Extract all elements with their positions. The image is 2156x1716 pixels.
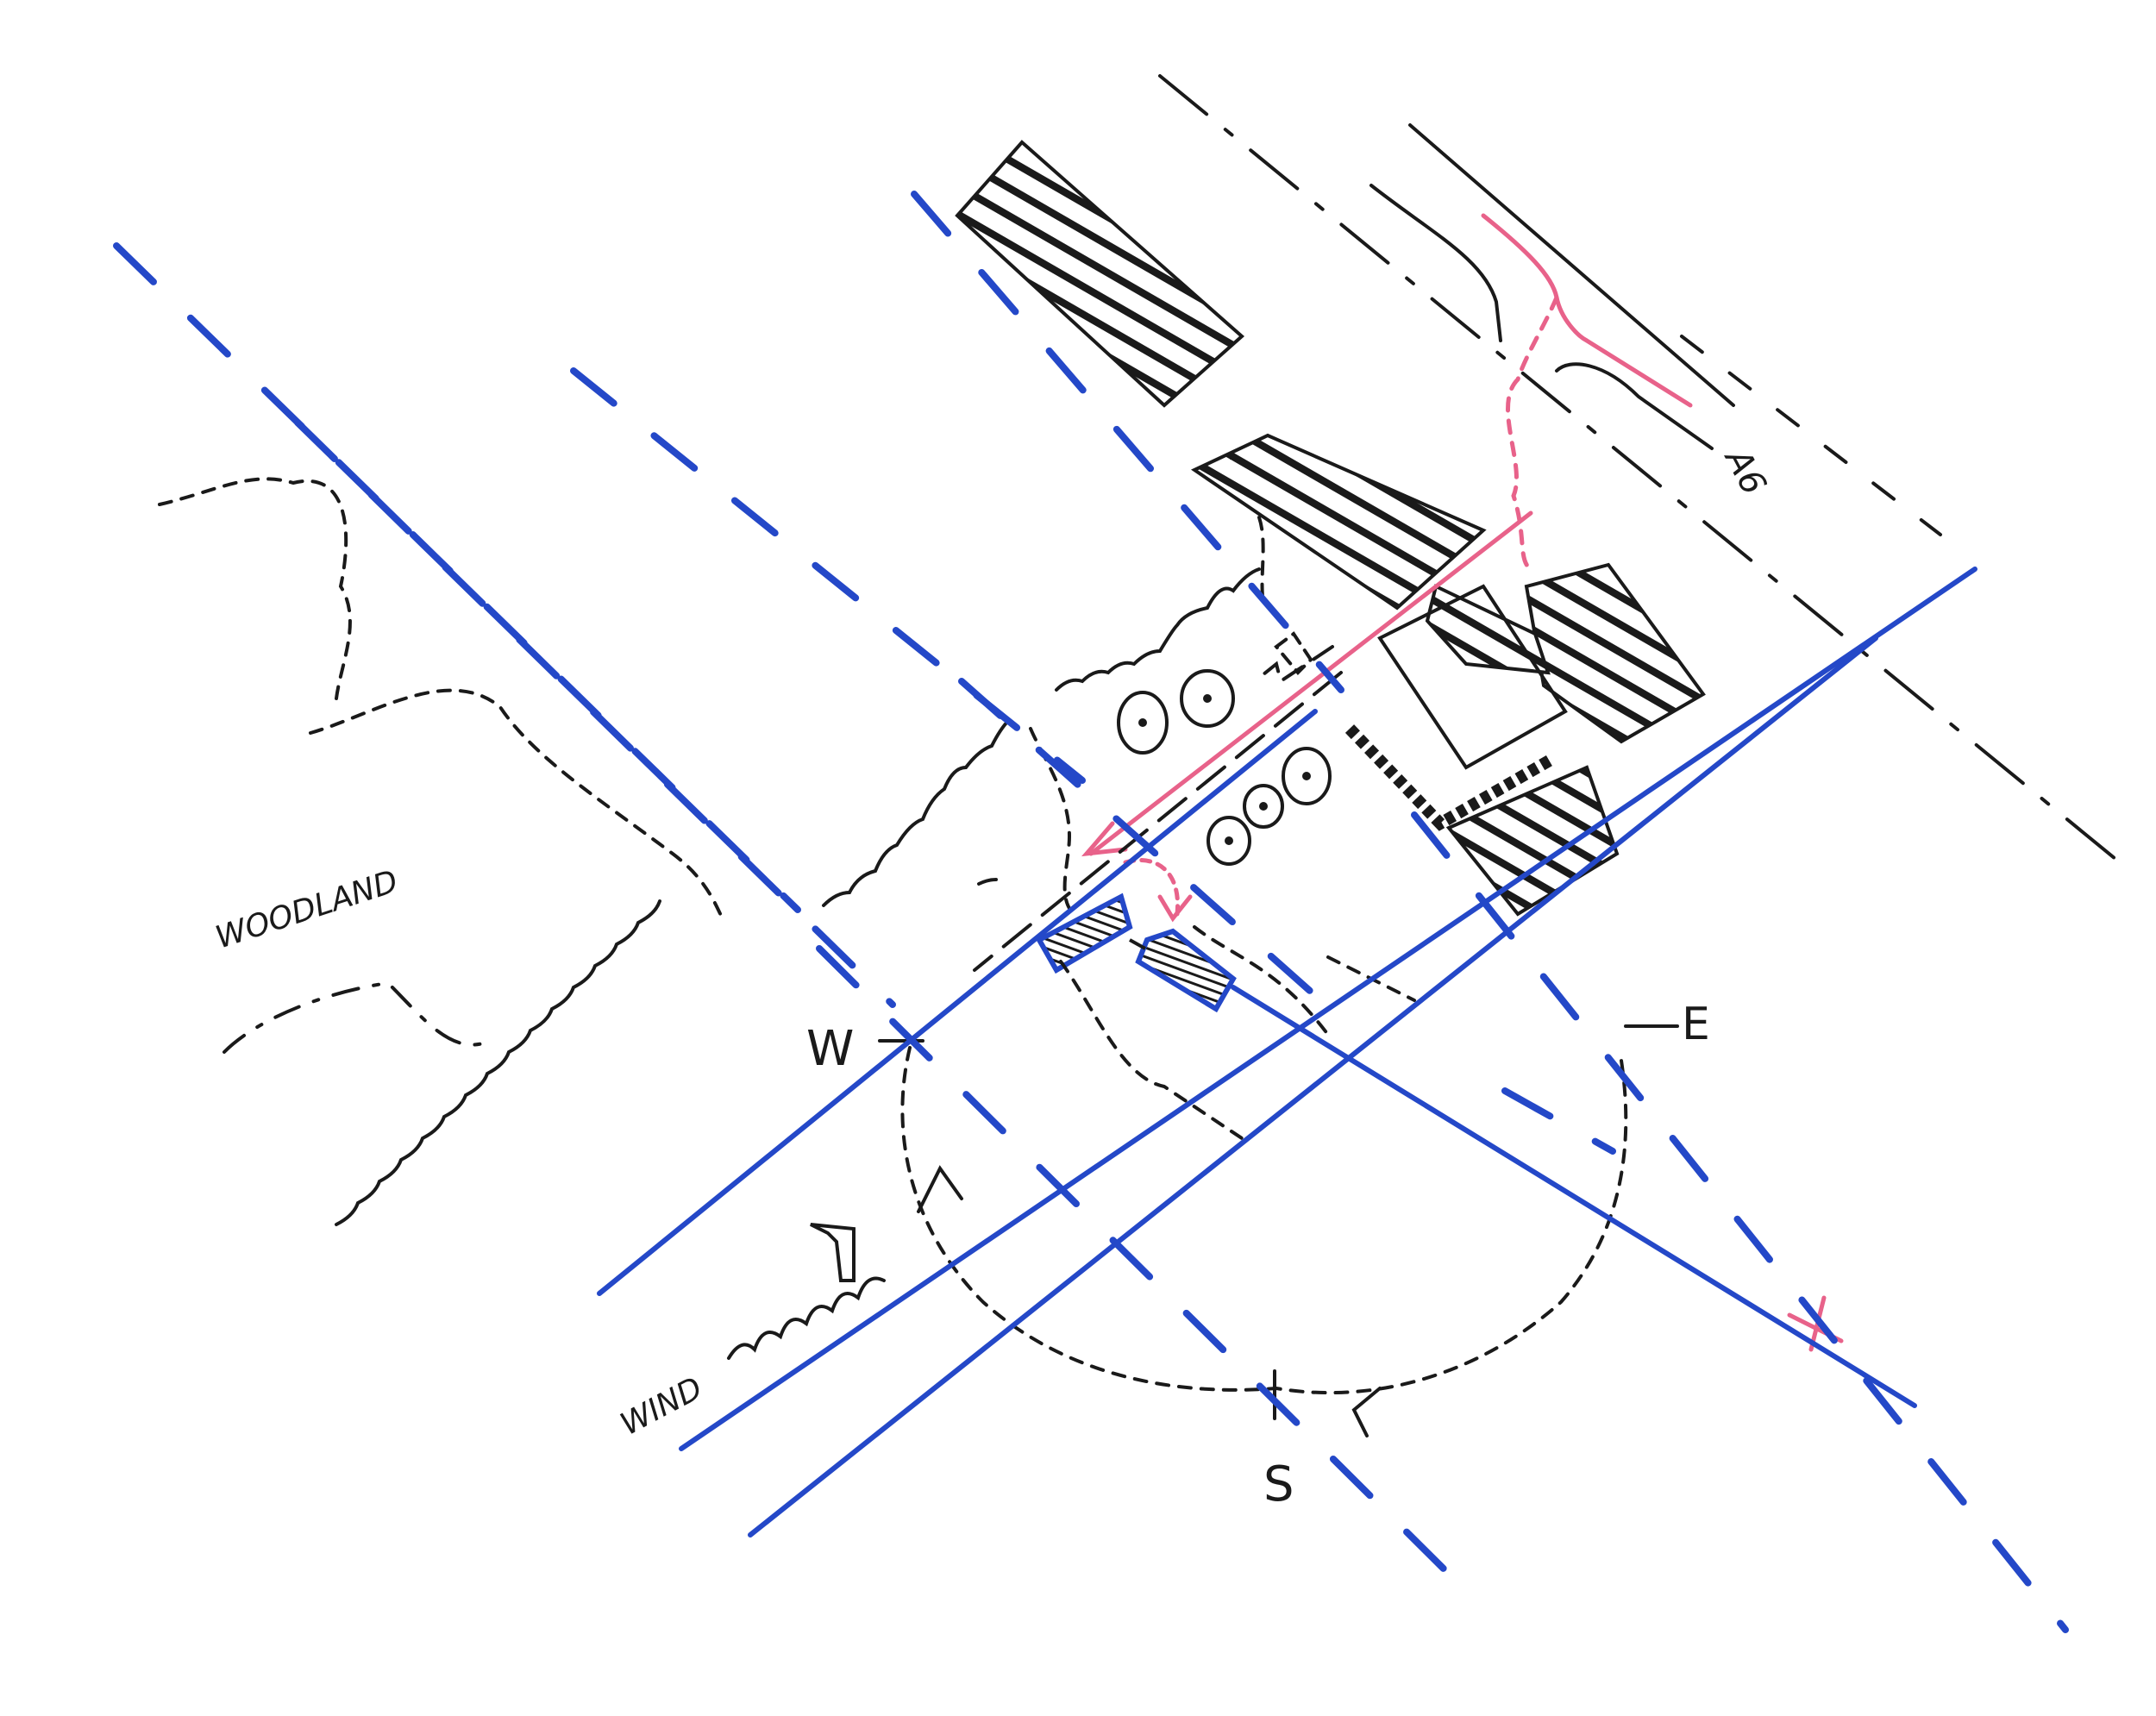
road-label: A6 [1716, 440, 1774, 501]
proposed-unit-east [1135, 928, 1237, 1013]
access-road-edge-south [973, 671, 1343, 972]
woodland-label: WOODLAND [211, 864, 402, 956]
access-road-edges [973, 631, 1343, 972]
sun-path-lines-dashed [113, 191, 2069, 1633]
sun-line-dashed-6 [1411, 811, 2069, 1633]
proposed-unit-west [1035, 892, 1133, 974]
tree [1282, 747, 1332, 805]
access-spur [1123, 858, 1181, 917]
sun-ray-4 [1231, 985, 1917, 1408]
hedge-east [1055, 567, 1261, 692]
access-arrowhead [1081, 821, 1128, 857]
building-middle [1190, 433, 1487, 611]
road-edge-outer [1408, 123, 1735, 407]
courtyard-wall [1344, 724, 1556, 831]
access-road-edge-north [1253, 645, 1334, 685]
plot-boundary-west [1029, 727, 1075, 916]
arc-arrow-south [1351, 1387, 1382, 1437]
field-edge [309, 688, 726, 924]
south-label: S [1263, 1456, 1294, 1512]
hedgerows [335, 567, 1261, 1226]
entrance-dashed [1506, 295, 1559, 572]
entrance-curve-south [1481, 213, 1693, 408]
access-main [1088, 510, 1533, 856]
proposed-units [1035, 892, 1237, 1013]
road-verge-dashes [1680, 335, 1942, 536]
east-label: E [1682, 999, 1710, 1050]
sun-line-dashed-1 [113, 242, 801, 913]
woodland-edge-south [222, 980, 485, 1054]
sun-line-dashed-8 [1501, 1087, 1616, 1155]
access-road-outline [1274, 631, 1313, 675]
building-north [955, 140, 1245, 408]
wind-squiggle [727, 1276, 886, 1360]
road [1158, 74, 2132, 873]
tree [1180, 669, 1235, 728]
site-boundaries [158, 477, 1416, 1140]
sun-line-dashed-2 [294, 419, 896, 1008]
sun-line-dashed-5 [911, 191, 1344, 693]
plot-boundary-inner [1059, 960, 1244, 1140]
sun-line-dashed-3 [570, 367, 1086, 784]
plot-boundary-east [1193, 925, 1330, 1036]
hedge-short [977, 878, 998, 886]
wind-arrow [727, 1223, 886, 1360]
road-centerline [1158, 74, 2132, 873]
wind-arrowhead [810, 1223, 856, 1282]
sun-ray-2 [679, 567, 1977, 1451]
tree [1206, 816, 1251, 866]
road-edge-inner-lower [1555, 362, 1714, 450]
building-east [1524, 562, 1706, 744]
courtyard-outline [1377, 584, 1568, 770]
buildings [955, 140, 1706, 917]
sun-path-lines-solid [597, 567, 1977, 1538]
hedge-long [335, 899, 661, 1226]
sun-ray-3 [748, 636, 1878, 1538]
wind-label: WIND [615, 1370, 708, 1443]
tree [1243, 784, 1284, 829]
proposed-link [1129, 938, 1146, 950]
west-label: W [806, 1021, 854, 1077]
sun-line-dashed-7 [958, 678, 1314, 995]
woodland-edge-north [158, 477, 352, 700]
arc-arrow-west [917, 1165, 963, 1213]
tree [1117, 691, 1169, 755]
sun-line-dashed-4 [816, 945, 1478, 1603]
hedge-middle [822, 718, 1011, 907]
road-edge-inner-upper [1369, 184, 1502, 342]
building-south [1445, 765, 1620, 917]
sun-ray-1 [597, 709, 1318, 1296]
access-spur-arrow [1157, 894, 1193, 923]
trees [1117, 669, 1332, 866]
